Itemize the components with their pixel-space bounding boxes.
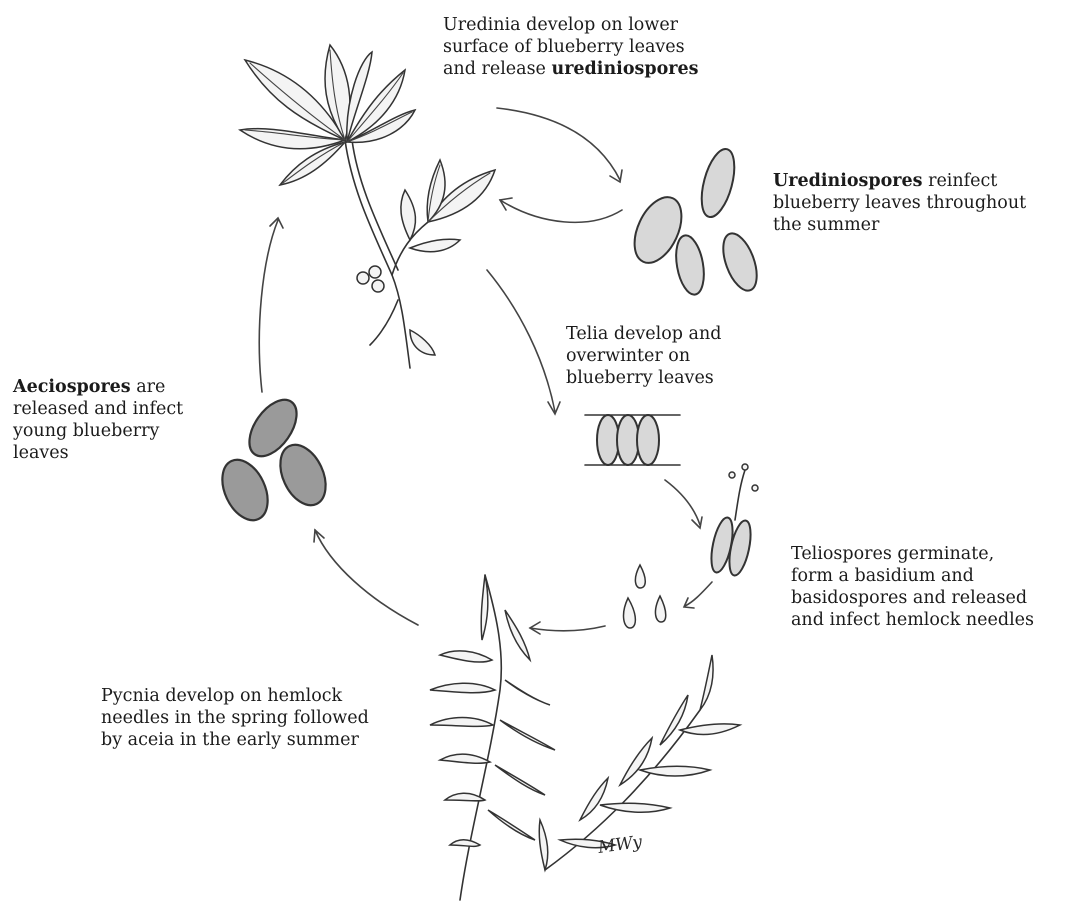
aeciospores-line-3: young blueberry (13, 420, 183, 442)
aeciospores-line-2: released and infect (13, 398, 183, 420)
urediniospores-line-1: Urediniospores reinfect (773, 170, 1026, 192)
telia-line-3: blueberry leaves (566, 367, 721, 389)
telia-line-1: Telia develop and (566, 323, 721, 345)
urediniospores-line-1-text: reinfect (923, 171, 998, 191)
arrow-reinfect-leaves (500, 200, 622, 222)
telia-line-2: overwinter on (566, 345, 721, 367)
aeciospores-label: Aeciospores are released and infect youn… (13, 376, 183, 464)
urediniospores-label: Urediniospores reinfect blueberry leaves… (773, 170, 1026, 236)
basidium-illustration (707, 464, 758, 577)
pycnia-label: Pycnia develop on hemlock needles in the… (101, 685, 369, 751)
uredinia-line-3-text: and release (443, 59, 551, 79)
uredinia-line-2: surface of blueberry leaves (443, 36, 698, 58)
uredinia-line-1: Uredinia develop on lower (443, 14, 698, 36)
arrow-to-basidiospores (685, 582, 712, 606)
pycnia-line-1: Pycnia develop on hemlock (101, 685, 369, 707)
hemlock-branch-illustration (430, 575, 740, 900)
teliospores-line-4: and infect hemlock needles (791, 609, 1034, 631)
urediniospores-illustration (625, 146, 763, 297)
pycnia-line-3: by aceia in the early summer (101, 729, 369, 751)
arrow-to-blueberry (259, 220, 278, 392)
arrow-to-teliospores (665, 480, 700, 525)
basidiospores-illustration (624, 565, 666, 628)
urediniospores-term: Urediniospores (773, 171, 923, 191)
blueberry-shoot-illustration (240, 45, 495, 368)
teliospores-line-2: form a basidium and (791, 565, 1034, 587)
telia-illustration (585, 415, 680, 465)
arrow-to-telia (487, 270, 555, 412)
uredinia-line-3: and release urediniospores (443, 58, 698, 80)
arrow-to-aeciospores (315, 530, 418, 625)
aeciospores-term: Aeciospores (13, 377, 131, 397)
urediniospores-line-3: the summer (773, 214, 1026, 236)
aeciospores-illustration (213, 391, 334, 527)
teliospores-line-1: Teliospores germinate, (791, 543, 1034, 565)
urediniospores-line-2: blueberry leaves throughout (773, 192, 1026, 214)
arrow-to-hemlock (530, 626, 605, 631)
arrow-to-urediniospores (497, 108, 620, 180)
teliospores-line-3: basidospores and released (791, 587, 1034, 609)
aeciospores-line-1-text: are (131, 377, 166, 397)
pycnia-line-2: needles in the spring followed (101, 707, 369, 729)
uredinia-label: Uredinia develop on lower surface of blu… (443, 14, 698, 80)
teliospores-label: Teliospores germinate, form a basidium a… (791, 543, 1034, 631)
aeciospores-line-4: leaves (13, 442, 183, 464)
uredinia-line-3-bold: urediniospores (551, 59, 698, 79)
aeciospores-line-1: Aeciospores are (13, 376, 183, 398)
telia-label: Telia develop and overwinter on blueberr… (566, 323, 721, 389)
